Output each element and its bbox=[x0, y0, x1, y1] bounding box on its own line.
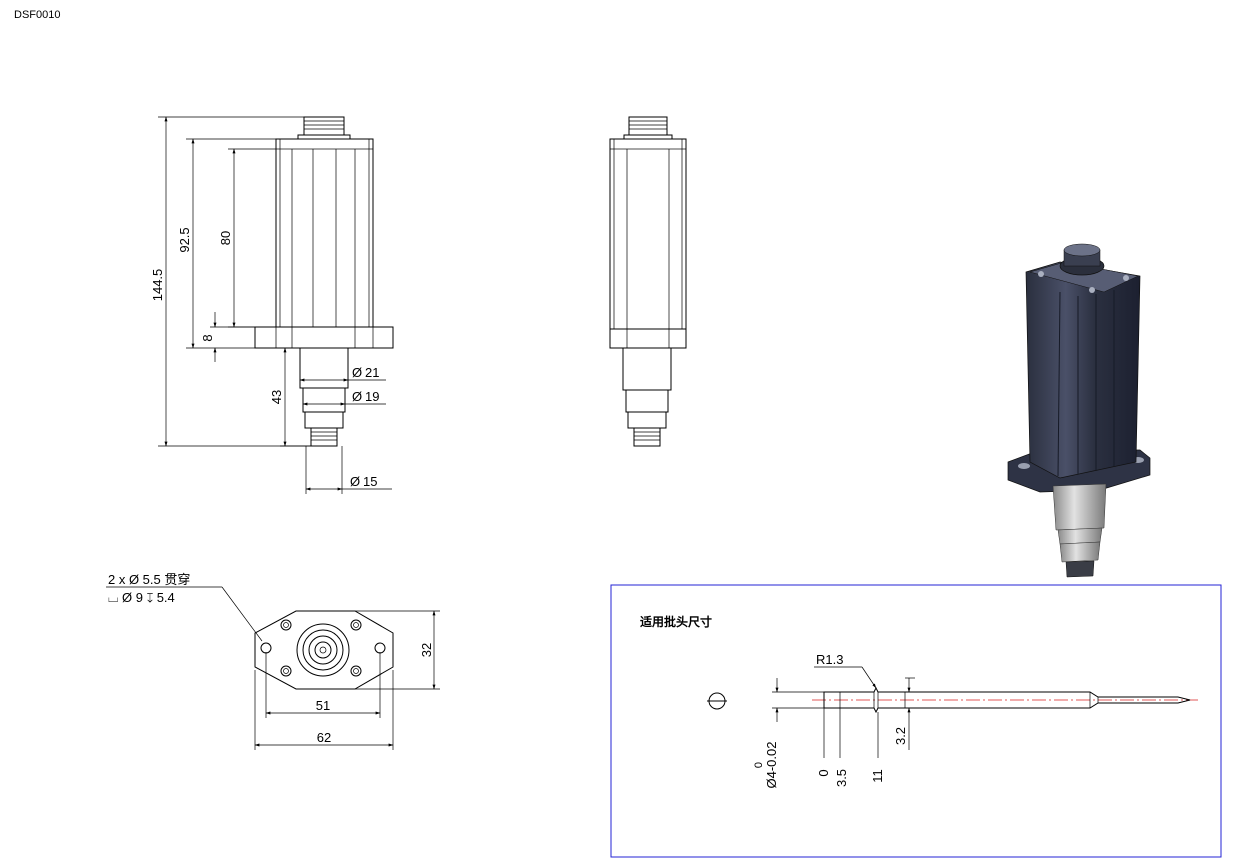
dim-dia-4: Ø4-0.02 bbox=[764, 742, 779, 789]
dim-dia-15-symbol: Ø bbox=[350, 474, 360, 489]
dim-flange-width: 62 bbox=[317, 730, 331, 745]
drawing-number: DSF0010 bbox=[14, 9, 60, 21]
dim-body-height: 92.5 bbox=[177, 227, 192, 252]
bottom-view: 2 x Ø 5.5 贯穿 ⌴ Ø 9 ↧ 5.4 32 51 62 bbox=[106, 572, 440, 750]
front-view: 144.5 92.5 80 8 43 Ø 21 Ø 19 bbox=[150, 116, 394, 494]
dim-dia-19: 19 bbox=[365, 389, 379, 404]
dim-lower-length: 43 bbox=[269, 390, 284, 404]
bit-dimension-panel: 适用批头尺寸 R1.3 0 Ø4-0.02 0 3.5 11 bbox=[610, 584, 1222, 858]
dim-0: 0 bbox=[816, 769, 831, 776]
dim-flange-thickness: 8 bbox=[200, 334, 215, 341]
hole-note-2: ⌴ Ø 9 ↧ 5.4 bbox=[108, 590, 175, 605]
dim-3-5: 3.5 bbox=[834, 769, 849, 787]
dim-dia-19-symbol: Ø bbox=[352, 389, 362, 404]
dim-hole-spacing: 51 bbox=[316, 698, 330, 713]
dim-dia-21-symbol: Ø bbox=[352, 365, 362, 380]
dim-dia-15: 15 bbox=[363, 474, 377, 489]
panel-frame bbox=[610, 584, 1222, 858]
product-render bbox=[1007, 243, 1151, 578]
dim-flange-depth: 32 bbox=[419, 643, 434, 657]
dim-profile-height: 80 bbox=[218, 231, 233, 245]
dim-3-2: 3.2 bbox=[893, 727, 908, 745]
dim-11: 11 bbox=[870, 769, 885, 783]
dim-dia-tolerance-upper: 0 bbox=[753, 762, 765, 768]
side-view bbox=[609, 116, 687, 447]
dim-radius: R1.3 bbox=[816, 652, 843, 667]
dim-dia-21: 21 bbox=[365, 365, 379, 380]
hole-note-1: 2 x Ø 5.5 贯穿 bbox=[108, 572, 190, 587]
dim-overall-height: 144.5 bbox=[150, 269, 165, 302]
panel-title: 适用批头尺寸 bbox=[640, 614, 712, 629]
